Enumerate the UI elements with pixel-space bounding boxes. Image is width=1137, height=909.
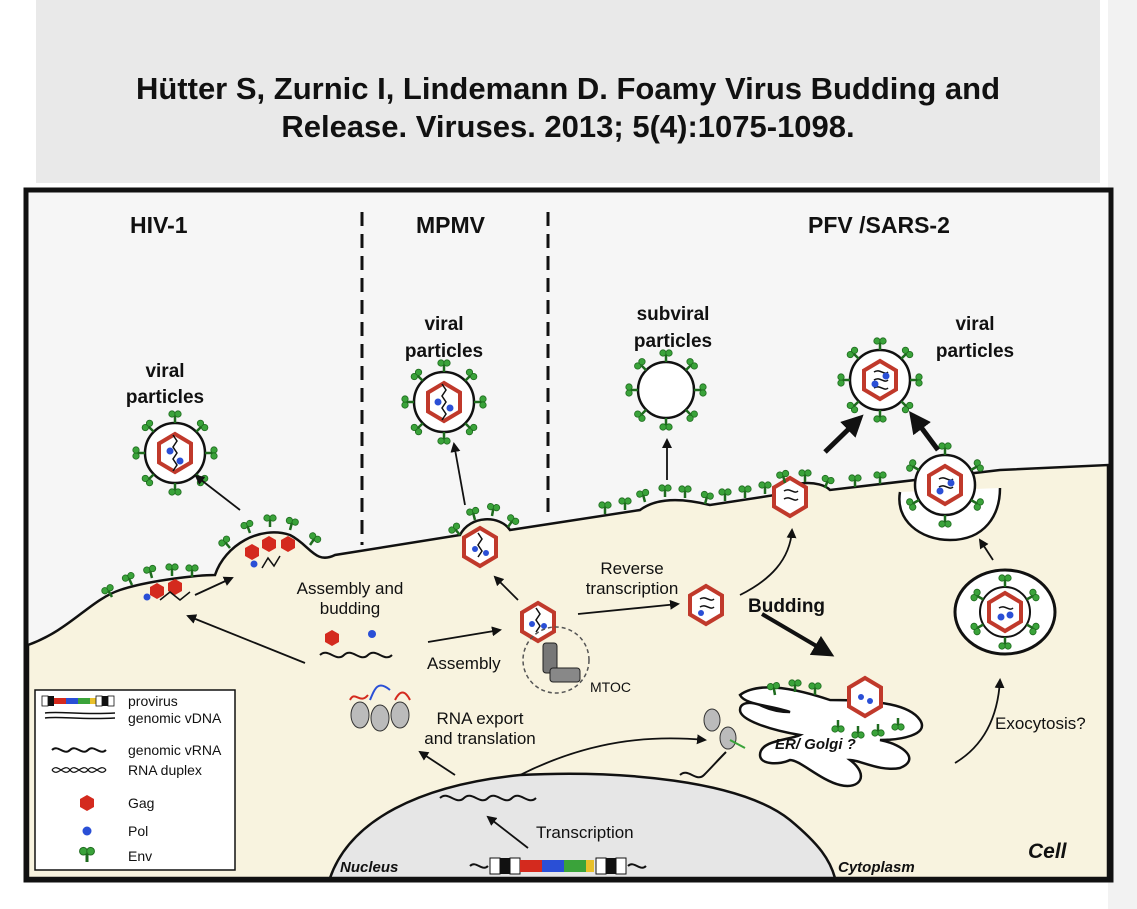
budding-label: Budding — [748, 596, 825, 617]
cytoplasm-label: Cytoplasm — [838, 859, 915, 876]
legend-pol-icon — [82, 826, 92, 836]
legend-pol: Pol — [128, 823, 148, 839]
pfv-particles-label-1: viral — [955, 314, 994, 335]
mpmv-particles-label-1: viral — [424, 314, 463, 335]
exocytosis-label: Exocytosis? — [995, 714, 1086, 733]
reverse-transcription-label-1: Reverse — [600, 559, 663, 578]
citation: Hütter S, Zurnic I, Lindemann D. Foamy V… — [36, 70, 1100, 146]
rt-capsid — [688, 584, 724, 626]
hiv-viral-particle — [131, 409, 219, 497]
vesicle-particle — [968, 573, 1042, 651]
membrane-capsid — [772, 476, 808, 518]
legend: provirus genomic vDNA genomic vRNA RNA d… — [34, 689, 236, 871]
pfv-particles-label-2: particles — [936, 341, 1014, 362]
er-golgi-label: ER/ Golgi ? — [775, 736, 856, 753]
section-hiv: HIV-1 — [130, 212, 188, 238]
section-mpmv: MPMV — [416, 212, 486, 238]
free-vrna — [319, 651, 393, 659]
er-golgi — [738, 686, 924, 788]
legend-provirus: provirus — [128, 693, 178, 709]
nucleus-label: Nucleus — [340, 859, 398, 876]
rna-export-label-2: and translation — [424, 729, 536, 748]
mpmv-viral-particle — [400, 358, 488, 446]
assembly-budding-label-2: budding — [320, 599, 381, 618]
assembly-budding-label-1: Assembly and — [297, 579, 404, 598]
section-pfv: PFV /SARS-2 — [808, 212, 950, 238]
arrows — [186, 410, 1005, 849]
legend-duplex-icon — [51, 767, 107, 773]
legend-genomic-vrna: genomic vRNA — [128, 742, 222, 758]
transcription-label: Transcription — [536, 823, 634, 842]
free-gag — [325, 630, 339, 646]
legend-rna-duplex: RNA duplex — [128, 762, 202, 778]
subviral-label-1: subviral — [637, 304, 710, 325]
er-capsid — [847, 676, 883, 718]
citation-line-2: Release. Viruses. 2013; 5(4):1075-1098. — [281, 109, 855, 144]
nuclear-vrna — [439, 794, 537, 802]
legend-vrna-icon — [51, 747, 107, 753]
mtoc-capsid — [520, 601, 556, 643]
subviral-label-2: particles — [634, 331, 712, 352]
hiv-particles-label-1: viral — [145, 361, 184, 382]
legend-env: Env — [128, 848, 152, 864]
pocket-particle — [904, 441, 986, 529]
cell-label: Cell — [1028, 840, 1068, 863]
legend-vdna-icon — [44, 711, 116, 720]
assembly-label: Assembly — [427, 654, 501, 673]
mpmv-particles-label-2: particles — [405, 341, 483, 362]
header-band — [36, 0, 1100, 183]
mtoc-centriole-2 — [549, 667, 581, 683]
mpmv-budding-capsid — [462, 526, 498, 568]
mtoc-label: MTOC — [590, 679, 631, 695]
mtoc-circle — [522, 626, 590, 694]
legend-provirus-icon — [41, 695, 115, 707]
rna-export-label-1: RNA export — [437, 709, 524, 728]
hiv-gag-cluster — [143, 536, 295, 601]
legend-gag-icon — [80, 795, 94, 811]
provirus-in-nucleus — [469, 857, 647, 875]
hiv-particles-label-2: particles — [126, 387, 204, 408]
pfv-viral-particle — [836, 336, 924, 424]
legend-gag: Gag — [128, 795, 154, 811]
legend-genomic-vdna: genomic vDNA — [128, 710, 222, 726]
er-ribosome — [679, 708, 746, 779]
free-pol — [368, 630, 376, 638]
subviral-particle — [624, 348, 708, 432]
reverse-transcription-label-2: transcription — [586, 579, 679, 598]
citation-line-1: Hütter S, Zurnic I, Lindemann D. Foamy V… — [135, 71, 1001, 106]
ribosomes — [349, 684, 411, 732]
